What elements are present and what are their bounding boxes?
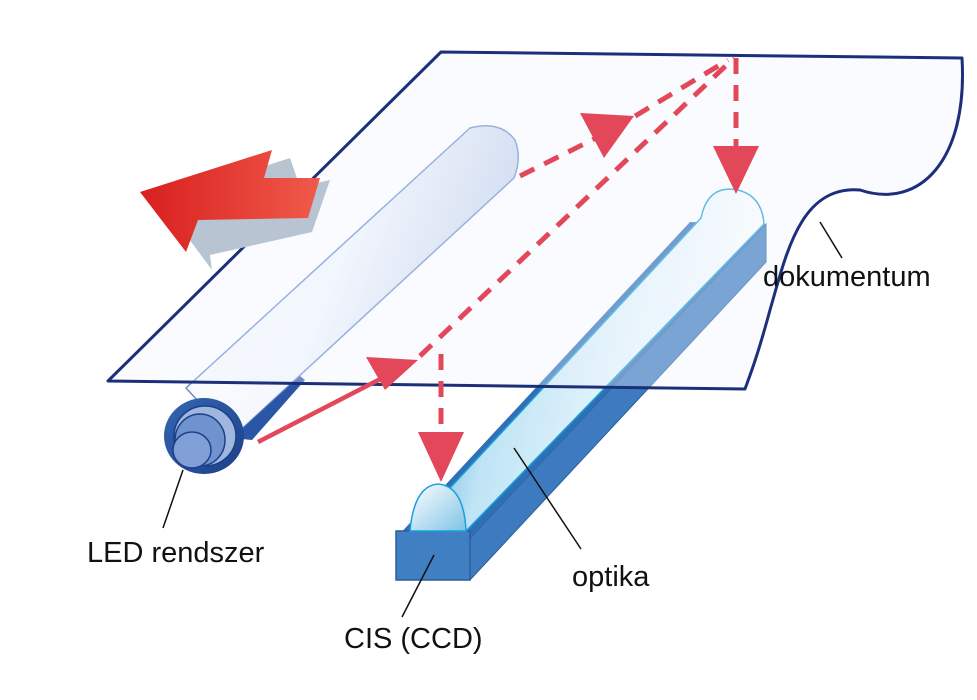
motion-arrow <box>140 150 320 252</box>
leader-lines <box>162 221 843 618</box>
dashed-arrow-icon <box>366 113 759 482</box>
led-tube-body <box>184 125 519 440</box>
arrowhead-down-upper <box>713 146 759 194</box>
light-ray-emit <box>256 370 394 445</box>
arrowhead-down-lower <box>418 432 464 482</box>
document-sheet <box>106 50 965 391</box>
label-sensor: CIS (CCD) <box>344 623 483 655</box>
led-tube-end-core <box>172 431 212 469</box>
leader-optics <box>513 447 582 550</box>
optics-lens-body <box>408 188 765 532</box>
leader-sensor <box>401 554 435 618</box>
label-document: dokumentum <box>763 261 931 293</box>
led-tube <box>164 125 519 474</box>
label-optics: optika <box>572 561 650 593</box>
optics-lens-front-cap <box>409 483 467 532</box>
light-ray-reflect-lower <box>418 56 736 358</box>
leader-document <box>819 221 843 259</box>
left-arrow-icon <box>140 150 330 270</box>
leader-led <box>162 469 184 529</box>
light-path <box>256 56 739 448</box>
arrowhead-top <box>580 113 634 158</box>
arrowhead-emit <box>366 357 418 390</box>
light-ray-top-right <box>610 57 730 133</box>
optics-lens <box>408 188 765 532</box>
led-tube-underside <box>232 376 305 440</box>
label-led-system: LED rendszer <box>87 537 265 569</box>
